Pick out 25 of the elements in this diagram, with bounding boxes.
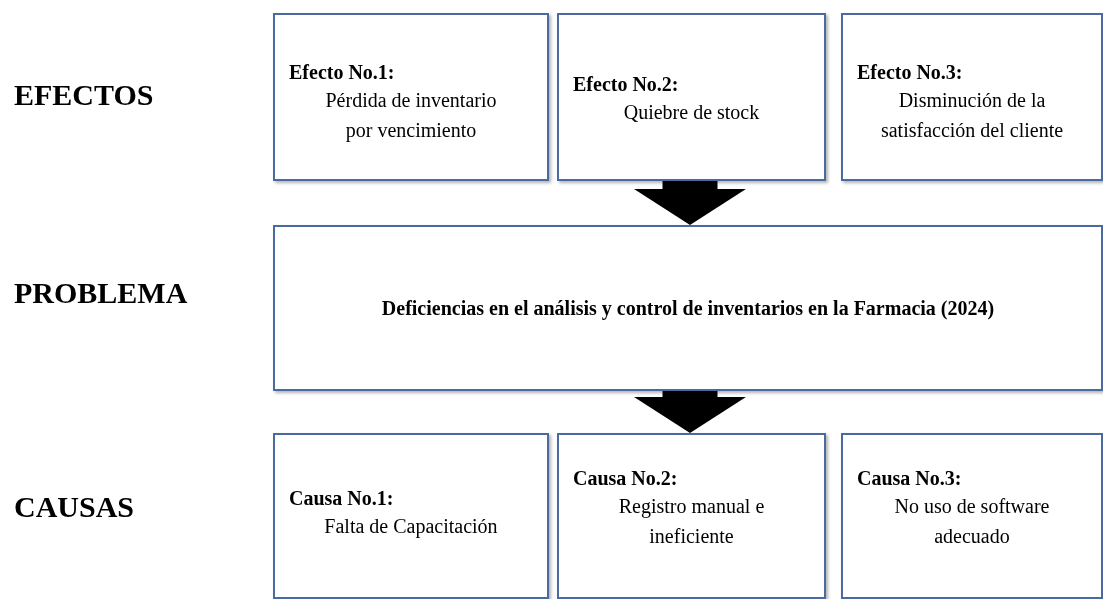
problem-box bbox=[273, 225, 1103, 391]
node-text: No uso de software adecuado bbox=[893, 494, 1051, 549]
node-heading: Efecto No.2: bbox=[573, 72, 680, 97]
process-box bbox=[557, 433, 826, 599]
block-arrow bbox=[634, 391, 746, 433]
process-box bbox=[557, 13, 826, 181]
node-heading: Causa No.3: bbox=[857, 466, 963, 491]
row-heading: CAUSAS bbox=[14, 492, 135, 522]
node-text: Falta de Capacitación bbox=[323, 514, 499, 540]
node-heading: Efecto No.1: bbox=[289, 60, 396, 85]
node-heading: Causa No.2: bbox=[573, 466, 679, 491]
process-box bbox=[273, 433, 549, 599]
process-box bbox=[841, 13, 1103, 181]
process-box bbox=[841, 433, 1103, 599]
node-text: Disminución de la satisfacción del cliente bbox=[879, 88, 1065, 143]
node-text: Deficiencias en el análisis y control de inventarios en la Farmacia (2024) bbox=[381, 296, 995, 322]
row-heading: PROBLEMA bbox=[14, 278, 188, 308]
node-text: Registro manual e ineficiente bbox=[617, 494, 766, 549]
node-heading: Efecto No.3: bbox=[857, 60, 964, 85]
node-text: Quiebre de stock bbox=[622, 100, 761, 125]
block-arrow bbox=[634, 181, 746, 225]
row-heading: EFECTOS bbox=[14, 80, 154, 110]
process-box bbox=[273, 13, 549, 181]
node-heading: Causa No.1: bbox=[289, 486, 395, 511]
node-text: Pérdida de inventario por vencimiento bbox=[324, 88, 498, 144]
